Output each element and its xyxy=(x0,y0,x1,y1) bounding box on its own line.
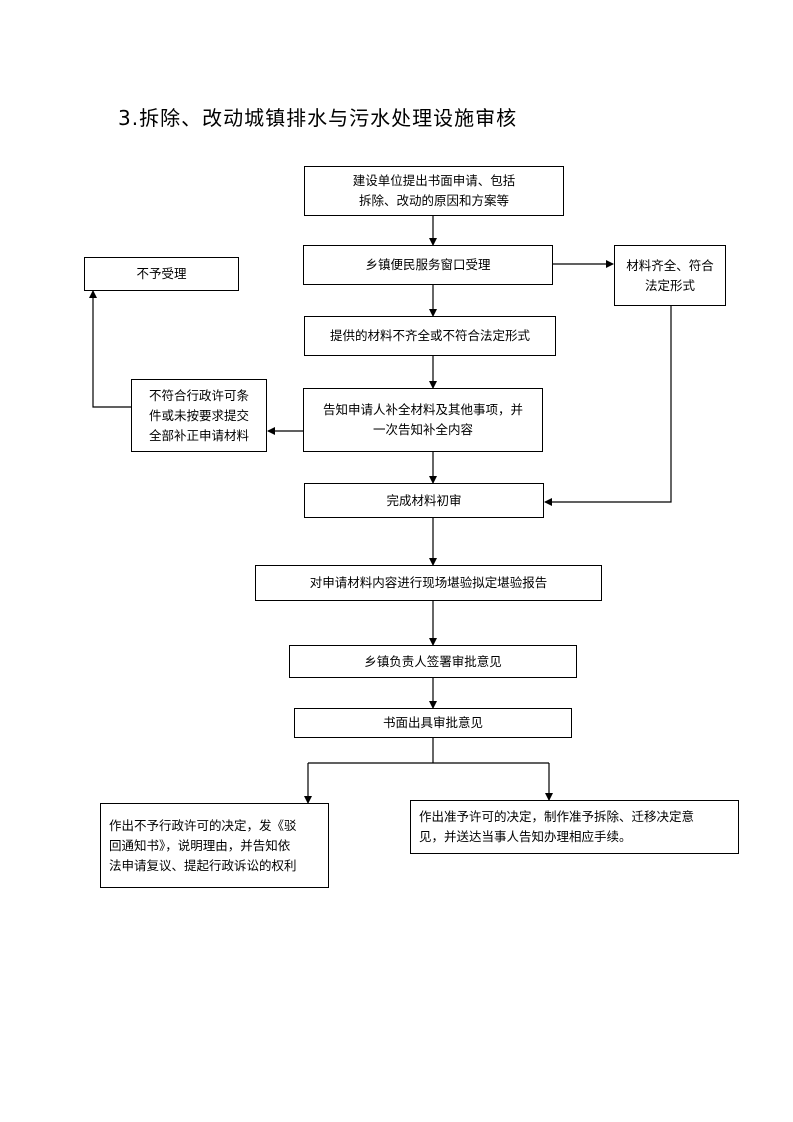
node-complete-ok: 材料齐全、符合 法定形式 xyxy=(614,245,726,306)
node-prelim: 完成材料初审 xyxy=(304,483,544,518)
node-sign: 乡镇负责人签署审批意见 xyxy=(289,645,577,678)
node-survey-text: 对申请材料内容进行现场堪验拟定堪验报告 xyxy=(309,575,548,590)
arrow-notcomply-notaccept xyxy=(89,290,131,408)
node-notify-text: 告知申请人补全材料及其他事项，并 一次告知补全内容 xyxy=(322,402,523,437)
node-not-accept: 不予受理 xyxy=(84,257,239,291)
node-survey: 对申请材料内容进行现场堪验拟定堪验报告 xyxy=(255,565,602,601)
arrow-complete-prelim xyxy=(544,306,672,506)
node-accept: 乡镇便民服务窗口受理 xyxy=(303,245,553,285)
node-not-comply-text: 不符合行政许可条 件或未按要求提交 全部补正申请材料 xyxy=(148,387,249,443)
node-accept-text: 乡镇便民服务窗口受理 xyxy=(365,257,491,272)
node-approve: 作出准予许可的决定，制作准予拆除、迁移决定意 见，并送达当事人告知办理相应手续。 xyxy=(410,800,739,854)
page-title: 3.拆除、改动城镇排水与污水处理设施审核 xyxy=(118,106,518,130)
node-not-accept-text: 不予受理 xyxy=(136,266,187,281)
node-written-text: 书面出具审批意见 xyxy=(382,715,483,730)
node-deny-text: 作出不予行政许可的决定，发《驳 回通知书》，说明理由，并告知依 法申请复议、提起… xyxy=(109,817,297,873)
node-complete-ok-text: 材料齐全、符合 法定形式 xyxy=(626,257,714,293)
node-approve-text: 作出准予许可的决定，制作准予拆除、迁移决定意 见，并送达当事人告知办理相应手续。 xyxy=(419,809,695,844)
node-incomplete: 提供的材料不齐全或不符合法定形式 xyxy=(304,316,556,356)
node-written: 书面出具审批意见 xyxy=(294,708,572,738)
node-notify: 告知申请人补全材料及其他事项，并 一次告知补全内容 xyxy=(303,388,543,452)
node-sign-text: 乡镇负责人签署审批意见 xyxy=(364,653,502,669)
node-prelim-text: 完成材料初审 xyxy=(386,492,462,508)
node-incomplete-text: 提供的材料不齐全或不符合法定形式 xyxy=(329,328,530,343)
node-deny: 作出不予行政许可的决定，发《驳 回通知书》，说明理由，并告知依 法申请复议、提起… xyxy=(100,803,329,888)
node-apply: 建设单位提出书面申请、包括 拆除、改动的原因和方案等 xyxy=(304,166,564,216)
node-apply-text: 建设单位提出书面申请、包括 拆除、改动的原因和方案等 xyxy=(352,173,516,208)
node-not-comply: 不符合行政许可条 件或未按要求提交 全部补正申请材料 xyxy=(131,379,267,452)
